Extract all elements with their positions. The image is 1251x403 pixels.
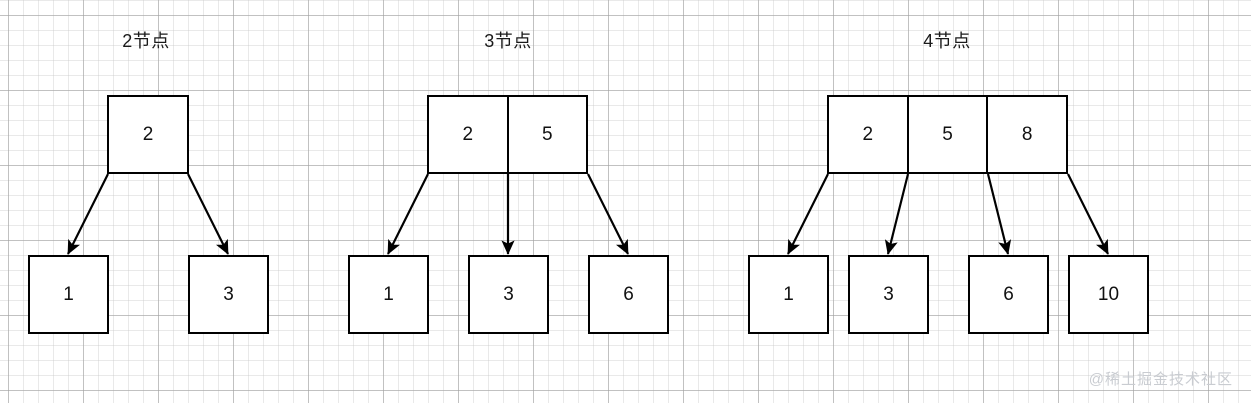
leaf-node-two-node: 3 — [188, 255, 269, 334]
edge-arrow — [986, 173, 1012, 255]
root-node-two-node: 2 — [107, 95, 189, 174]
leaf-node-four-node: 1 — [748, 255, 829, 334]
edge-arrow — [884, 173, 910, 255]
leaf-node-four-node: 3 — [848, 255, 929, 334]
leaf-node-three-node: 1 — [348, 255, 429, 334]
root-key-cell: 5 — [506, 97, 587, 172]
root-key-cell: 2 — [862, 123, 874, 145]
leaf-node-four-node: 10 — [1068, 255, 1149, 334]
root-key-cell: 5 — [906, 97, 987, 172]
edge-arrow — [587, 173, 629, 255]
group-title-two-node: 2节点 — [122, 31, 170, 51]
group-title-three-node: 3节点 — [484, 31, 532, 51]
group-title-four-node: 4节点 — [923, 31, 971, 51]
root-key-cell: 2 — [462, 123, 474, 145]
leaf-node-three-node: 3 — [468, 255, 549, 334]
root-key-cell: 8 — [986, 97, 1066, 172]
watermark: @稀土掘金技术社区 — [1088, 371, 1233, 388]
edge-arrow — [187, 173, 229, 255]
edge-arrow — [1067, 173, 1109, 255]
edge-arrow — [67, 173, 109, 255]
leaf-node-four-node: 6 — [968, 255, 1049, 334]
edge-arrow — [787, 173, 829, 255]
leaf-node-two-node: 1 — [28, 255, 109, 334]
leaf-node-three-node: 6 — [588, 255, 669, 334]
edge-arrow — [387, 173, 429, 255]
root-key-cell: 2 — [142, 123, 154, 145]
